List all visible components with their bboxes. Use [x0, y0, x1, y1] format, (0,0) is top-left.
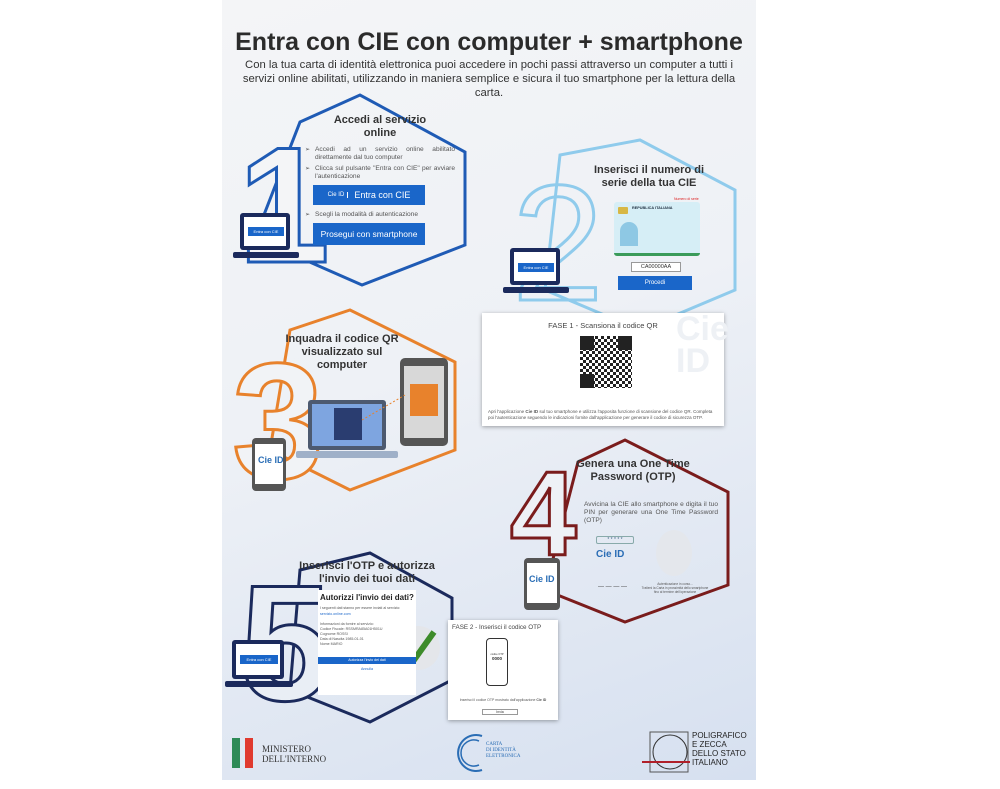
qr-code-laptop — [334, 408, 362, 440]
step1-content: Accedi al servizio online Accedi ad un s… — [305, 114, 455, 245]
poligrafico-logo — [649, 731, 689, 773]
serial-label: Numero di serie — [674, 197, 699, 201]
flag-green — [232, 738, 240, 768]
chip-icon — [618, 207, 628, 214]
pin-field: * * * * * — [596, 536, 634, 544]
qr-code — [580, 336, 632, 388]
step1-bullet: Clicca sul pulsante "Entra con CIE" per … — [305, 165, 455, 181]
step1-title: Accedi al servizio online — [333, 114, 427, 139]
step2-title: Inserisci il numero di serie della tua C… — [593, 164, 705, 189]
cie-id-logo-phone: Cie ID — [529, 574, 555, 584]
dialog-intro: I seguenti dati stanno per essere inviat… — [320, 606, 401, 610]
procedi-button[interactable]: Procedi — [618, 276, 692, 290]
cie-logo-c — [457, 734, 483, 772]
step3-title: Inquadra il codice QR visualizzato sul c… — [285, 333, 399, 371]
dialog-title: Autorizzi l'invio dei dati? — [320, 593, 414, 602]
entra-con-cie-label: Entra con CIE — [354, 190, 411, 200]
step4-text: Avvicina la CIE allo smartphone e digita… — [584, 501, 718, 524]
data-fields: Informazioni da fornire al servizio: Cod… — [320, 621, 383, 646]
step4-title: Genera una One Time Password (OTP) — [576, 458, 690, 483]
phase2-card: FASE 2 - Inserisci il codice OTP codice … — [448, 620, 558, 720]
phone-icon-step3-qr — [400, 358, 448, 446]
intro-text: Con la tua carta di identità elettronica… — [242, 59, 736, 99]
phase1-instructions: Apri l'applicazione Cie ID sul tuo smart… — [488, 409, 713, 420]
phone-otp-display: codice OTP 0000 — [486, 638, 508, 686]
card-header: REPUBLICA ITALIANA — [632, 206, 673, 210]
cie-card-image: REPUBLICA ITALIANA Numero di serie — [614, 197, 700, 256]
flag-red — [245, 738, 253, 768]
otp-placeholder: — — — — — [598, 584, 628, 590]
numeral-2: 2 — [512, 151, 604, 335]
phase2-title: FASE 2 - Inserisci il codice OTP — [452, 624, 542, 631]
phase1-card: FASE 1 - Scansiona il codice QR Cie ID A… — [482, 310, 729, 426]
phase1-title: FASE 1 - Scansiona il codice QR — [548, 321, 658, 330]
avatar-icon — [620, 222, 638, 246]
cie-id-watermark: Cie ID — [676, 310, 729, 380]
cie-id-logo: Cie ID — [596, 549, 625, 560]
laptop-screen-entra-button: Entra con CIE — [240, 655, 278, 664]
laptop-screen-entra-button: Entra con CIE — [518, 263, 554, 272]
step5-title: Inserisci l'OTP e autorizza l'invio dei … — [299, 560, 435, 585]
entra-con-cie-button[interactable]: Cie ID Entra con CIE — [313, 185, 425, 205]
phone-icon-step3 — [252, 438, 286, 491]
laptop-screen-entra-button: Entra con CIE — [248, 227, 284, 236]
page-title: Entra con CIE con computer + smartphone — [235, 28, 743, 56]
cancel-link[interactable]: Annulla — [361, 666, 373, 671]
cie-id-icon: Cie ID — [328, 192, 349, 198]
cie-id-logo: Cie ID — [258, 455, 284, 465]
prosegui-con-smartphone-button[interactable]: Prosegui con smartphone — [313, 223, 425, 245]
invia-button[interactable]: Invia — [482, 709, 518, 715]
phase2-instructions: Inserisci il codice OTP mostrato dall'ap… — [459, 698, 547, 702]
step1-bullet: Accedi ad un servizio online abilitato d… — [305, 146, 455, 162]
step1-bullet: Scegli la modalità di autenticazione — [305, 211, 455, 219]
phone-icon-step4 — [524, 558, 560, 610]
nfc-card-icon — [656, 530, 692, 576]
numeral-1: 1 — [238, 113, 330, 297]
auth-status: Autenticazione in corso...Tratieni la Ca… — [641, 582, 709, 594]
service-link[interactable]: servizio.online.com — [320, 611, 351, 616]
serial-input[interactable]: CA00000AA — [631, 262, 681, 272]
authorize-button[interactable]: Autorizza l'invio dei dati — [318, 656, 416, 664]
authorize-dialog: Autorizzi l'invio dei dati? I seguenti d… — [318, 590, 416, 695]
